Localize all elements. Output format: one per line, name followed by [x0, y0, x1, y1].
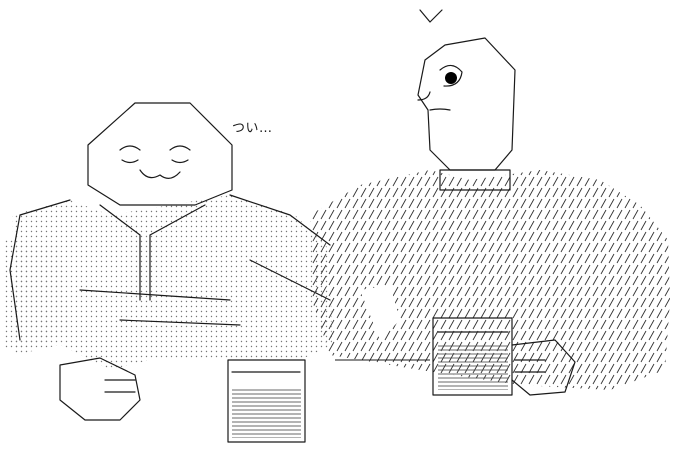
left-fist [59, 357, 141, 421]
right-cup-contents [438, 345, 508, 390]
left-head [87, 102, 233, 206]
left-cup-contents [232, 388, 301, 438]
left-arm-dots [5, 240, 70, 350]
right-cup [432, 317, 513, 396]
left-body-dots [12, 195, 332, 370]
left-collar [99, 204, 206, 301]
right-head [417, 37, 516, 171]
right-eye-icon [445, 72, 457, 84]
left-eye-2 [169, 145, 191, 164]
right-eye-outline [439, 64, 463, 87]
speech-text: つい… [232, 121, 273, 136]
left-character [5, 102, 332, 443]
left-fist-fingers [104, 379, 136, 393]
left-cup [227, 359, 306, 443]
right-hair-tuft [419, 9, 443, 23]
right-fist-fingers [514, 359, 546, 373]
right-mouth [417, 91, 451, 111]
right-shirt-v [360, 285, 400, 340]
right-character [310, 9, 670, 396]
left-eye-1 [119, 145, 141, 164]
left-mouth [139, 169, 181, 179]
right-fist [511, 339, 576, 396]
right-body-hatch [310, 170, 670, 390]
left-waist [79, 289, 241, 326]
